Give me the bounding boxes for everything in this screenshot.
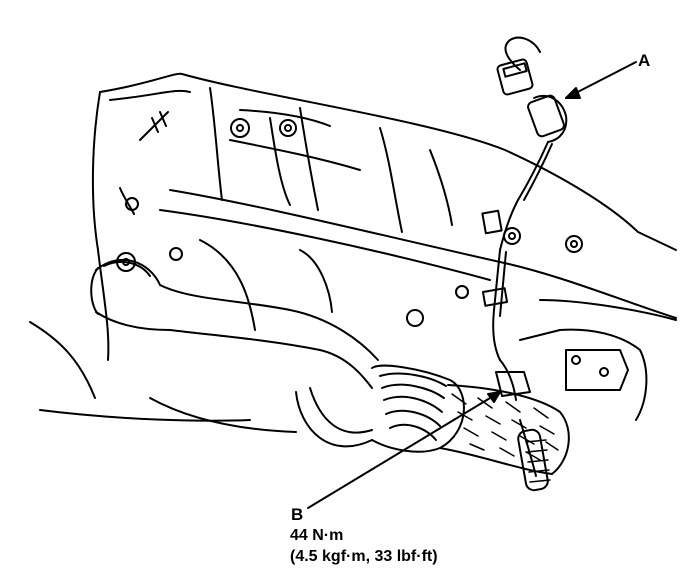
- body-panel: [91, 72, 677, 361]
- callout-b-leader: [307, 391, 501, 509]
- sensor-harness: [481, 36, 568, 401]
- callout-a-leader: [565, 61, 637, 99]
- flex-joint: [371, 364, 570, 475]
- oxygen-sensor: [495, 371, 551, 492]
- left-sensor: [119, 111, 169, 215]
- lower-pipe: [149, 387, 373, 448]
- callout-b-label: B: [291, 505, 304, 524]
- torque-spec-alt: (4.5 kgf·m, 33 lbf·ft): [290, 548, 438, 565]
- exhaust-pipe: [29, 259, 379, 422]
- right-components: [519, 299, 677, 421]
- torque-spec: 44 N·m: [290, 527, 344, 544]
- callout-a-label: A: [638, 51, 651, 70]
